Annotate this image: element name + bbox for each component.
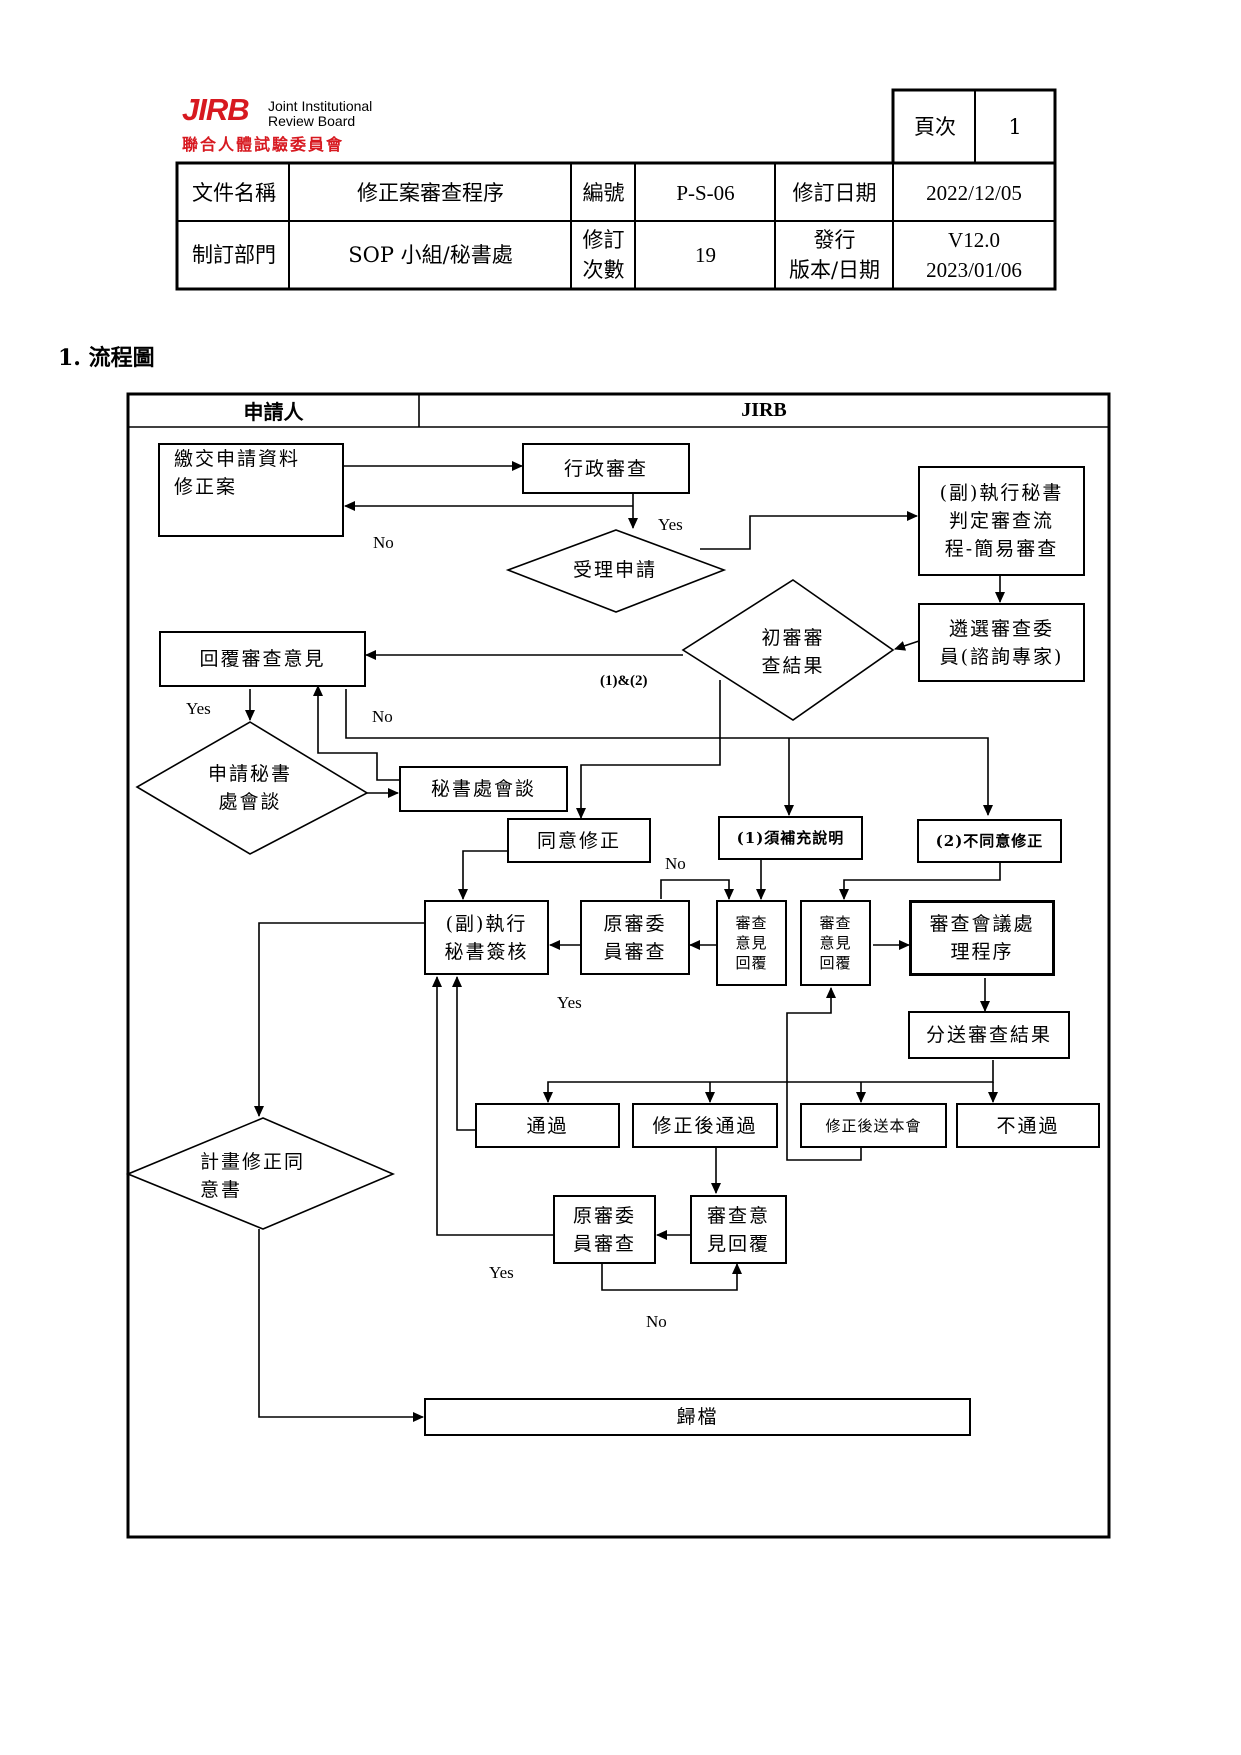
initial-result-line2: 查結果 xyxy=(761,655,825,677)
exec-sec-line1: (副)執行秘書 xyxy=(939,482,1064,504)
accept-application-diamond: 受理申請 xyxy=(572,559,657,581)
dept: SOP 小組/秘書處 xyxy=(348,243,513,267)
initial-result-diamond: 初審審 查結果 xyxy=(730,622,856,682)
revise-count-label-2: 次數 xyxy=(582,258,625,282)
page-label: 頁次 xyxy=(914,115,956,139)
reply2-box: 審查意 見回覆 xyxy=(690,1195,787,1264)
send-after-revise-box: 修正後送本會 xyxy=(800,1103,947,1148)
label-no-admin: No xyxy=(373,533,394,552)
exec-sign-box: (副)執行 秘書簽核 xyxy=(424,900,549,975)
doc-name-label: 文件名稱 xyxy=(192,180,276,205)
revise-date: 2022/12/05 xyxy=(926,180,1022,205)
disagree-revise-box: (2)不同意修正 xyxy=(917,819,1062,863)
reply-b-line1: 審查 xyxy=(819,914,852,932)
initial-result-line1: 初審審 xyxy=(761,627,825,649)
select-reviewer-line1: 遴選審查委 xyxy=(948,617,1054,640)
apply-meeting-line2: 處會談 xyxy=(218,791,282,813)
label-no-reply: No xyxy=(372,707,393,726)
select-reviewer-box: 遴選審查委 員(諮詢專家) xyxy=(918,603,1085,682)
label-yes-accept: Yes xyxy=(658,515,683,534)
reply2-line2: 見回覆 xyxy=(706,1232,770,1255)
label-1-and-2: (1)&(2) xyxy=(600,673,648,689)
fail-box: 不通過 xyxy=(956,1103,1100,1148)
logo-english-line1: Joint Institutional xyxy=(268,98,373,114)
revise-count-label-1: 修訂 xyxy=(582,228,625,252)
send-result-box: 分送審查結果 xyxy=(908,1011,1070,1059)
meeting-proc-line1: 審查會議處 xyxy=(929,913,1035,935)
label-yes-orig-review2: Yes xyxy=(489,1263,514,1282)
orig-review2-line1: 原審委 xyxy=(572,1204,636,1227)
orig-review2-line2: 員審查 xyxy=(572,1232,636,1255)
label-no-orig-review2: No xyxy=(646,1312,667,1331)
reply-a-line2: 意見 xyxy=(735,934,768,952)
jirb-logo-mark: JIRB xyxy=(182,92,250,127)
original-review-box: 原審委 員審查 xyxy=(580,900,690,975)
revise-date-label: 修訂日期 xyxy=(792,180,877,205)
issue-version-date: V12.0 2023/01/06 xyxy=(894,222,1054,288)
dept-label: 制訂部門 xyxy=(192,243,276,267)
doc-code: P-S-06 xyxy=(676,180,735,205)
label-yes-orig-review: Yes xyxy=(557,993,582,1012)
select-reviewer-line2: 員(諮詢專家) xyxy=(939,645,1064,668)
reply-b-box: 審查 意見 回覆 xyxy=(800,900,871,986)
issue-label-1: 發行 xyxy=(813,228,856,252)
code-label: 編號 xyxy=(582,180,625,205)
reply-a-line1: 審查 xyxy=(735,914,768,932)
reply-a-line3: 回覆 xyxy=(735,954,768,972)
revise-count: 19 xyxy=(695,243,716,267)
secretariat-meeting-box: 秘書處會談 xyxy=(399,766,568,812)
reply-a-box: 審查 意見 回覆 xyxy=(716,900,787,986)
reply-opinion-box: 回覆審查意見 xyxy=(159,631,366,687)
logo-english-line2: Review Board xyxy=(268,113,356,129)
logo-chinese-name: 聯合人體試驗委員會 xyxy=(182,135,345,154)
issue-label: 發行 版本/日期 xyxy=(776,222,893,288)
revise-count-label: 修訂 次數 xyxy=(572,222,635,288)
reply2-line1: 審查意 xyxy=(706,1204,770,1227)
agree-revise-box: 同意修正 xyxy=(507,818,651,863)
need-explain-box: (1)須補充說明 xyxy=(718,816,863,860)
submit-application-box: 繳交申請資料 修正案 xyxy=(158,443,344,537)
submit-line1: 繳交申請資料 xyxy=(174,448,301,470)
submit-line2: 修正案 xyxy=(174,476,238,498)
consent-diamond: 計畫修正同 意書 xyxy=(200,1148,340,1204)
consent-line1: 計畫修正同 xyxy=(200,1151,306,1173)
apply-meeting-diamond: 申請秘書 處會談 xyxy=(190,757,310,819)
page-number: 1 xyxy=(1008,115,1022,139)
exec-secretary-box: (副)執行秘書 判定審查流 程-簡易審查 xyxy=(918,466,1085,576)
reply-b-line3: 回覆 xyxy=(819,954,852,972)
issue-version: V12.0 xyxy=(948,228,1000,252)
pass-box: 通過 xyxy=(475,1103,620,1148)
document-header: JIRB Joint Institutional Review Board 聯合… xyxy=(0,0,1241,300)
meeting-proc-line2: 理程序 xyxy=(950,941,1014,963)
doc-name: 修正案審查程序 xyxy=(357,180,504,205)
exec-sign-line2: 秘書簽核 xyxy=(444,940,529,963)
lane-jirb: JIRB xyxy=(741,399,787,421)
pass-after-revise-box: 修正後通過 xyxy=(632,1103,778,1148)
label-no-orig-review: No xyxy=(665,854,686,873)
orig-review-line1: 原審委 xyxy=(603,912,667,935)
orig-review-line2: 員審查 xyxy=(603,940,667,963)
exec-sec-line3: 程-簡易審查 xyxy=(944,538,1059,560)
reply-b-line2: 意見 xyxy=(819,934,852,952)
exec-sign-line1: (副)執行 xyxy=(445,912,528,935)
admin-review-box: 行政審查 xyxy=(522,443,690,494)
issue-label-2: 版本/日期 xyxy=(788,258,881,282)
lane-applicant: 申請人 xyxy=(243,400,304,424)
section-title: 1. 流程圖 xyxy=(58,345,155,371)
label-yes-reply: Yes xyxy=(186,699,211,718)
archive-box: 歸檔 xyxy=(424,1398,971,1436)
consent-line2: 意書 xyxy=(200,1179,243,1201)
header-table-grid xyxy=(175,88,1057,291)
exec-sec-line2: 判定審查流 xyxy=(948,510,1054,532)
issue-date: 2023/01/06 xyxy=(926,258,1022,282)
original-review2-box: 原審委 員審查 xyxy=(553,1195,656,1264)
apply-meeting-line1: 申請秘書 xyxy=(207,763,292,785)
meeting-procedure-box: 審查會議處 理程序 xyxy=(909,900,1055,976)
